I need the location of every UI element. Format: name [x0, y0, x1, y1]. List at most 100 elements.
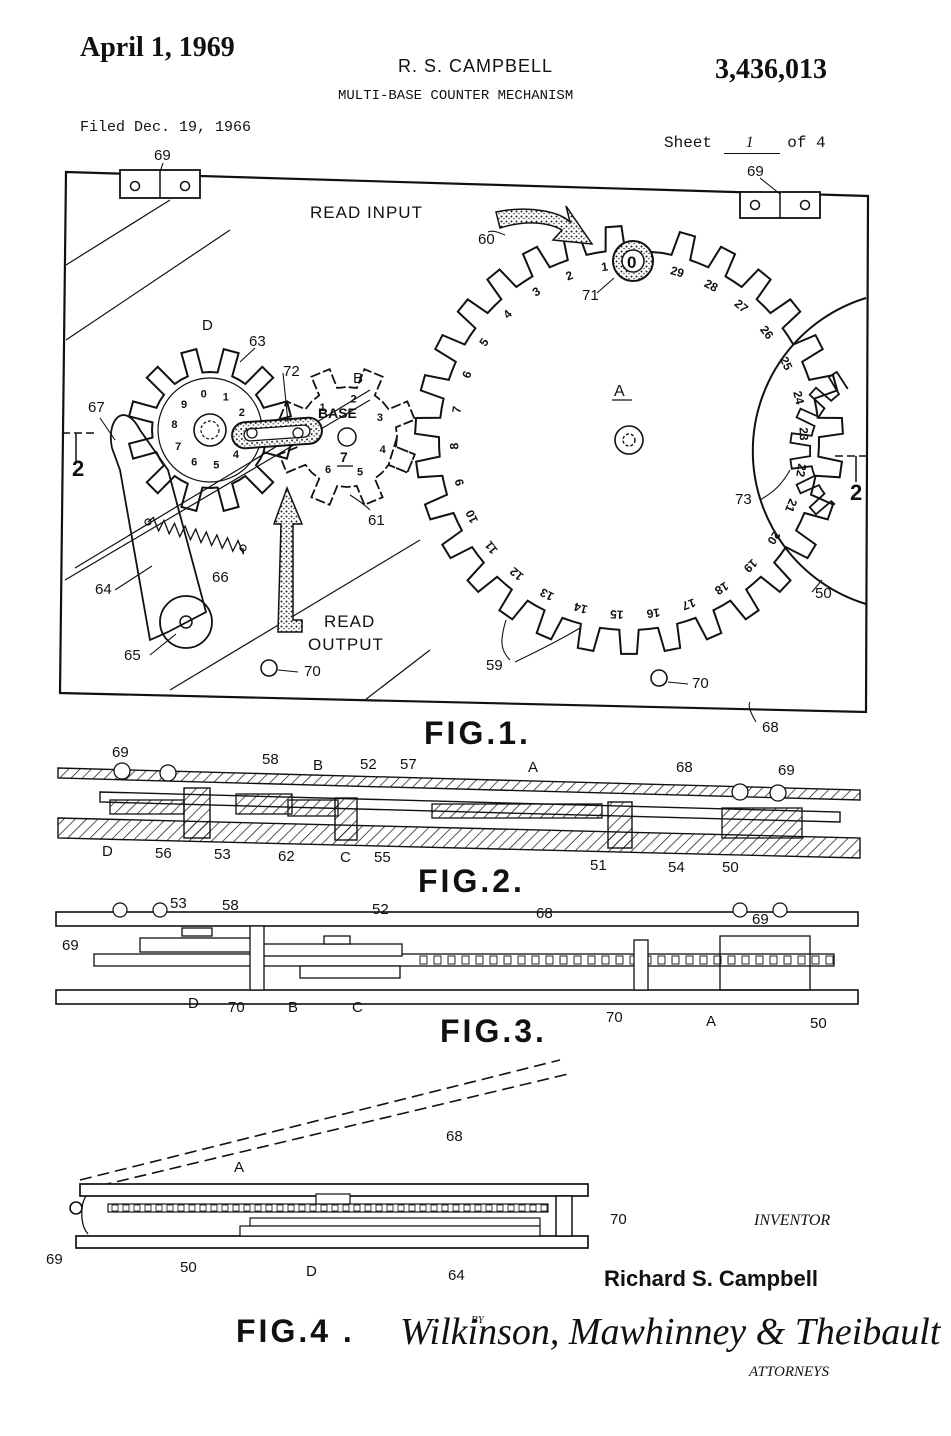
fig3-ref-52: 52: [372, 901, 389, 918]
wheel-b-number: 4: [380, 444, 387, 456]
fig2-ref-56: 56: [155, 845, 172, 862]
wheel-a: [414, 225, 844, 655]
fig3-ref-A: A: [706, 1013, 716, 1030]
wheel-d-number: 5: [213, 459, 219, 471]
pointer-digit: 0: [627, 253, 636, 272]
fig1-ref-70: 70: [304, 663, 321, 680]
wheel-a-number: 16: [645, 605, 660, 621]
wheel-d-number: 0: [201, 388, 207, 400]
fig2-ref-62: 62: [278, 848, 295, 865]
fig2-ref-69: 69: [112, 744, 129, 761]
fig1-leader-lines: [99, 162, 823, 723]
fig2-post-55: [334, 797, 358, 841]
read-input-label: READ INPUT: [310, 203, 423, 222]
fig4-spacer-70: [555, 1195, 573, 1237]
wheel-d-number: 2: [239, 407, 245, 419]
fig2: [57, 762, 861, 859]
fig1-ref-59: 59: [486, 657, 503, 674]
fig1-glass-reflections: [64, 199, 431, 701]
wheel-c-partial: [751, 297, 867, 605]
base-label: BASE: [318, 405, 357, 421]
fig2-caption: FIG.2.: [418, 863, 525, 899]
wheel-a-number: 9: [452, 477, 467, 487]
spring-66: [147, 516, 245, 555]
fig1-ref-64: 64: [95, 581, 112, 598]
fig4-caption: FIG.4 .: [236, 1313, 355, 1349]
wheel-a-number: 13: [537, 585, 556, 604]
fig3-screw-70-left: [249, 925, 265, 991]
fig4-ref-70: 70: [610, 1211, 627, 1228]
wheel-a-number: 1: [600, 259, 609, 274]
sheet-underline: [724, 153, 780, 154]
wheel-d-number: 9: [181, 399, 187, 411]
wheel-c-teeth: [789, 370, 849, 516]
fig4-wheel-a: [107, 1203, 549, 1213]
wheel-d-number: 8: [171, 419, 177, 431]
fig2-post-53: [183, 787, 211, 839]
fig1-ref-71: 71: [582, 287, 599, 304]
fig3-caption: FIG.3.: [440, 1013, 547, 1049]
pivot-65: [159, 595, 213, 649]
fig3-ref-70: 70: [228, 999, 245, 1016]
read-output-arrow: [272, 485, 304, 633]
fig3-screw-70-right: [633, 939, 649, 991]
fig1-ref-72: 72: [283, 363, 300, 380]
fig4-ref-A: A: [234, 1159, 244, 1176]
wheel-b-teeth: [278, 368, 416, 506]
fig4-ref-50: 50: [180, 1259, 197, 1276]
attorneys-signature: Wilkinson, Mawhinney & Theibault: [400, 1311, 941, 1353]
fig1-ref-68: 68: [762, 719, 779, 736]
wheel-a-teeth: [414, 225, 844, 655]
hinge-left: [119, 169, 201, 199]
fig4-ref-69: 69: [46, 1251, 63, 1268]
patent-date: April 1, 1969: [80, 32, 235, 63]
fig1-ref-73: 73: [735, 491, 752, 508]
fig1-ref-69: 69: [747, 163, 764, 180]
fig1-ref-69: 69: [154, 147, 171, 164]
fig4-ref-68: 68: [446, 1128, 463, 1145]
wheel-a-number: 22: [793, 463, 809, 479]
wheel-b-hub: [337, 427, 357, 447]
fig4-lid-open-upper: [79, 1059, 561, 1181]
screw-70-left: [260, 659, 278, 677]
wheel-a-number: 4: [500, 307, 515, 322]
wheel-a-number: 15: [609, 607, 624, 622]
fig3: [55, 902, 859, 1005]
wheel-a-number: 7: [449, 405, 464, 414]
wheel-a-number: 28: [702, 276, 721, 295]
fig3-base-plate: [55, 989, 859, 1005]
section-mark-right: 2: [850, 480, 862, 505]
output-label: OUTPUT: [308, 635, 384, 654]
wheel-b-number: 5: [357, 467, 363, 479]
screw-70-right: [650, 669, 668, 687]
fig4-lid-open-lower: [81, 1073, 569, 1191]
by-label: BY: [471, 1314, 484, 1326]
sheet-number: 1: [745, 134, 754, 151]
fig2-ref-50: 50: [722, 859, 739, 876]
fig2-ref-B: B: [313, 757, 323, 774]
section-mark-left: 2: [72, 456, 84, 481]
wheel-a-number: 21: [782, 497, 800, 515]
wheel-d-label: D: [202, 317, 213, 334]
fig3-ref-C: C: [352, 999, 363, 1016]
fig2-top-plate: [57, 767, 861, 801]
wheel-b-number: 1: [320, 402, 326, 414]
wheel-a-number: 5: [476, 335, 492, 349]
wheel-a-number: 18: [712, 579, 731, 598]
wheel-a-number: 10: [462, 507, 481, 525]
fig4-base: [75, 1235, 589, 1249]
fig2-base-plate: [57, 817, 861, 859]
fig4-ref-64: 64: [448, 1267, 465, 1284]
sheet-indicator: Sheet 1 of 4: [664, 134, 826, 152]
fig2-ref-D: D: [102, 843, 113, 860]
fig2-ref-51: 51: [590, 857, 607, 874]
sheet-label: Sheet: [664, 134, 713, 152]
wheel-b: [278, 368, 416, 506]
wheel-a-label: A: [614, 383, 625, 400]
fig2-ref-55: 55: [374, 849, 391, 866]
wheel-d-hub: [193, 413, 227, 447]
wheel-a-number: 29: [669, 263, 686, 280]
